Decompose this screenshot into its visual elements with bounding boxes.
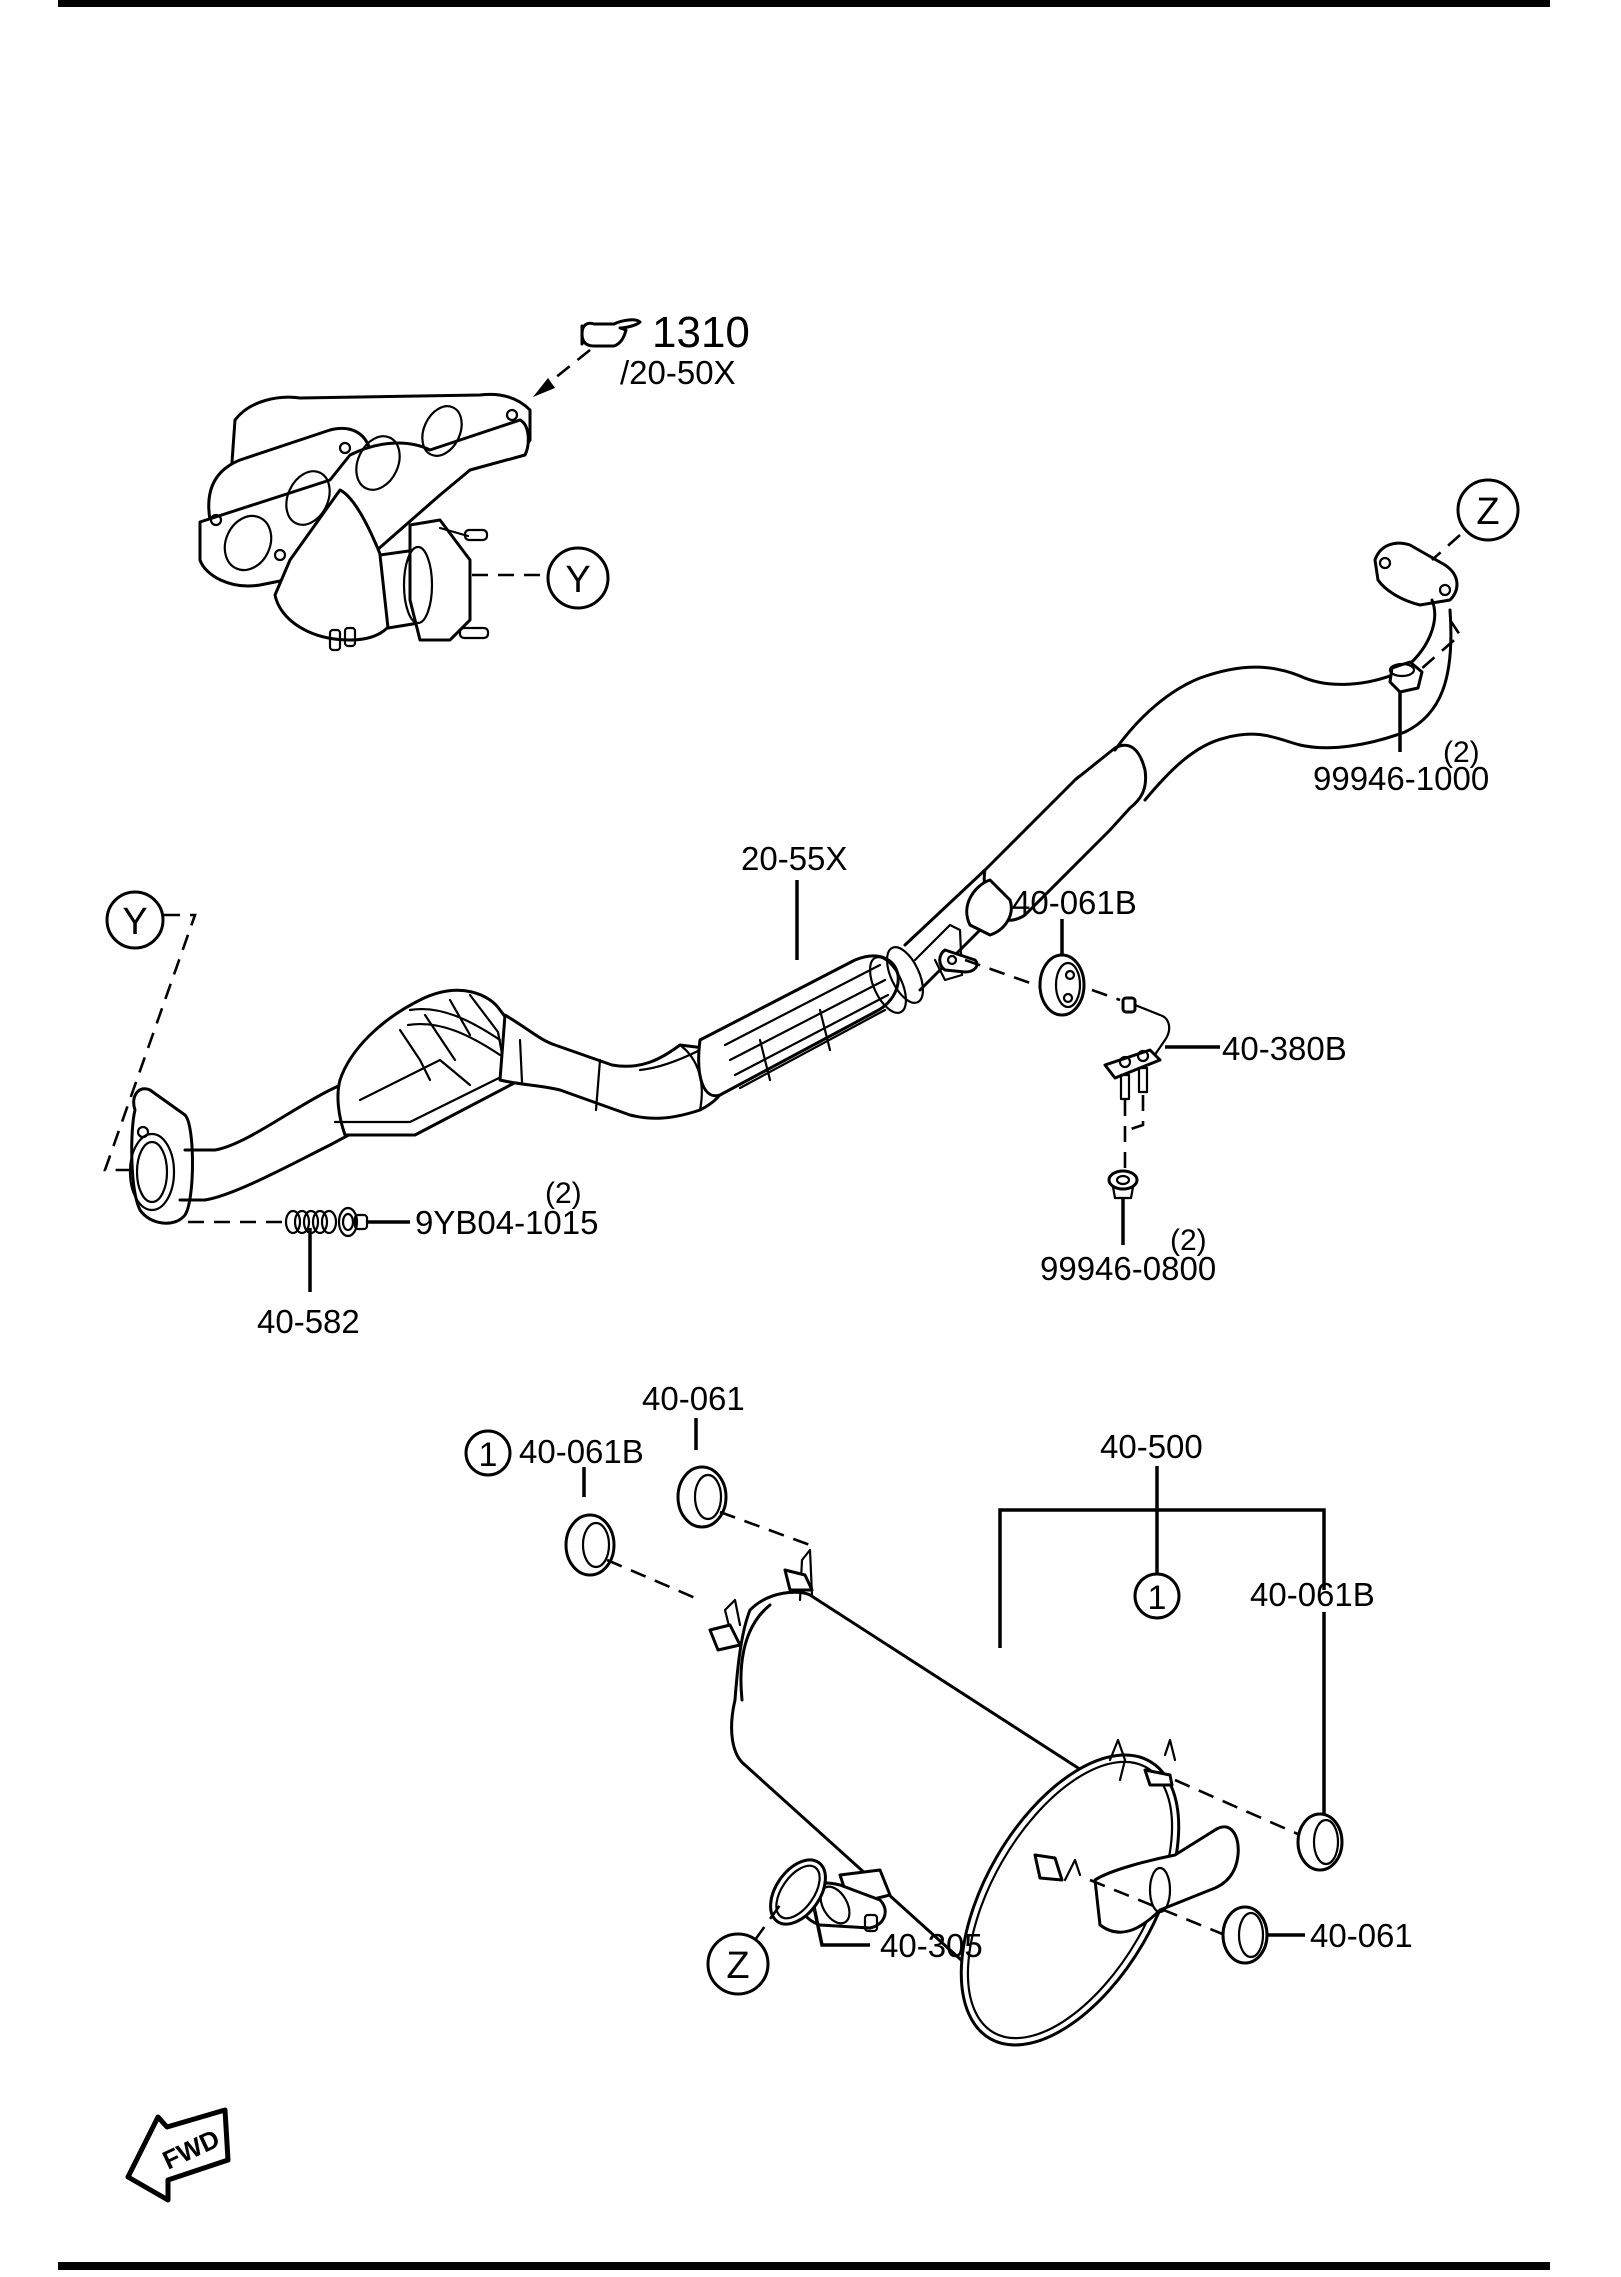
hanger-connector-mid (719, 1510, 811, 1547)
part-label-40-061-lower[interactable]: 40-061 (1310, 1917, 1413, 1954)
ref-marker-y-lower: Y (105, 890, 165, 950)
muffler-drawing (708, 1548, 1240, 2047)
ref-marker-z-lower: Z (706, 1932, 770, 1996)
svg-text:Z: Z (1476, 491, 1499, 533)
ref-marker-z-upper: Z (1456, 478, 1520, 542)
part-label-40-061b-left[interactable]: 40-061B (519, 1433, 644, 1470)
svg-text:1: 1 (479, 1436, 498, 1474)
hanger-rubber-upper-drawing (1038, 953, 1086, 1017)
ref-marker-one-left: 1 (464, 1429, 512, 1477)
svg-text:Z: Z (726, 1945, 749, 1987)
bolt-9yb04-drawing (337, 1206, 369, 1238)
reference-arrowhead (533, 378, 555, 397)
pointing-hand-icon (580, 318, 642, 348)
hanger-rubber-lower-right-drawing (1221, 1905, 1269, 1965)
ref-marker-y-upper: Y (546, 546, 610, 610)
fwd-arrow-icon: FWD (125, 2107, 231, 2203)
part-label-99946-0800[interactable]: 99946-0800 (1040, 1250, 1216, 1287)
part-label-40-582[interactable]: 40-582 (257, 1303, 360, 1340)
hanger-to-bracket-connector (1091, 988, 1121, 1002)
part-label-40-380b[interactable]: 40-380B (1222, 1030, 1347, 1067)
part-label-40-061b-upper[interactable]: 40-061B (1012, 884, 1137, 921)
hanger-connector-left (606, 1558, 701, 1602)
qty-99946-1000: (2) (1443, 736, 1480, 769)
part-label-20-55x[interactable]: 20-55X (741, 840, 847, 877)
part-label-40-061b-right[interactable]: 40-061B (1250, 1576, 1375, 1613)
part-label-99946-1000[interactable]: 99946-1000 (1313, 760, 1489, 797)
part-label-9yb04-1015[interactable]: 9YB04-1015 (415, 1204, 598, 1241)
z-connector-upper (1431, 534, 1461, 561)
z-connector-lower (753, 1904, 782, 1941)
qty-99946-0800: (2) (1170, 1224, 1207, 1257)
leader-40-305 (812, 1906, 870, 1947)
ref-marker-one-right: 1 (1133, 1572, 1181, 1620)
hanger-connector-upper (964, 958, 1051, 992)
svg-text:1: 1 (1148, 1579, 1167, 1617)
flange-nut-0800-drawing (1107, 1169, 1139, 1200)
hanger-connector-right (1174, 1778, 1301, 1837)
flange-nut-1000-drawing (1388, 660, 1424, 694)
nut-1000-connector (1419, 619, 1462, 671)
top-border (58, 0, 1550, 7)
qty-9yb04-1015: (2) (545, 1177, 582, 1210)
y-connector-lower (103, 913, 197, 1172)
leader-40-500-bracket (998, 1508, 1326, 1648)
bottom-border (58, 2262, 1550, 2270)
part-label-40-500[interactable]: 40-500 (1100, 1428, 1203, 1465)
reference-sub-number: /20-50X (620, 354, 736, 391)
exhaust-manifold-drawing (198, 392, 532, 652)
reference-callout[interactable]: 1310 /20-50X (580, 308, 750, 391)
front-pipe-drawing (128, 541, 1459, 1225)
hanger-rubber-left-drawing (564, 1513, 616, 1577)
svg-text:Y: Y (122, 901, 147, 943)
part-label-40-061[interactable]: 40-061 (642, 1380, 745, 1417)
part-label-40-305[interactable]: 40-305 (880, 1927, 983, 1964)
hanger-rubber-right-drawing (1296, 1812, 1344, 1872)
gasket-ring-drawing (769, 1858, 827, 1926)
hanger-bracket-drawing (1103, 996, 1171, 1101)
reference-page-number: 1310 (652, 308, 750, 357)
nut-0800-connector (1123, 1095, 1145, 1170)
svg-text:Y: Y (565, 559, 590, 601)
hanger-rubber-mid-drawing (676, 1465, 728, 1529)
